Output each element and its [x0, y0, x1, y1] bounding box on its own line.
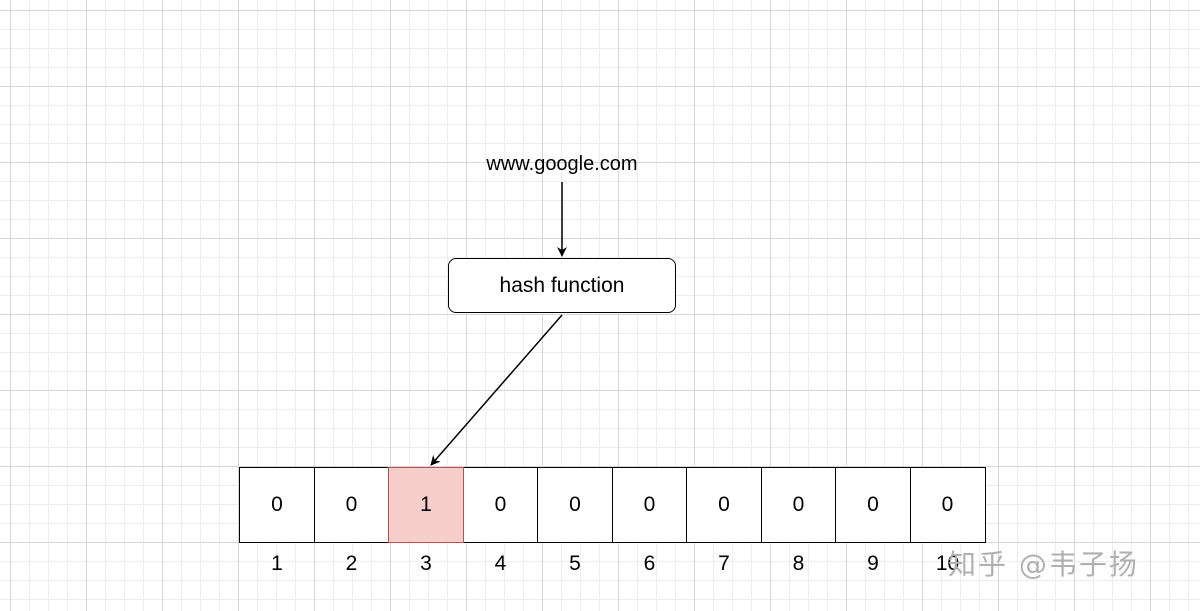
bit-index-label: 8 [792, 552, 805, 575]
bit-cell: 0 [909, 467, 986, 543]
bit-index-row: 1 2 3 4 5 6 7 8 9 10 [239, 550, 986, 578]
bit-index-label: 1 [271, 552, 283, 575]
bit-index-label: 6 [643, 552, 656, 575]
watermark: 知乎 @韦子扬 [948, 548, 1139, 581]
bit-cell: 0 [835, 467, 911, 543]
bit-index-label: 5 [569, 552, 581, 575]
hash-function-box: hash function [448, 258, 676, 313]
arrow-hash-to-bit [430, 314, 563, 466]
bit-cell: 0 [239, 467, 315, 543]
bit-cell: 0 [313, 467, 390, 543]
bit-index-label: 10 [935, 552, 960, 575]
bit-index-label: 9 [867, 552, 879, 575]
bit-cell: 0 [537, 467, 613, 543]
bit-index-label: 4 [494, 552, 507, 575]
bit-index-label: 2 [345, 552, 358, 575]
hash-function-label: hash function [499, 273, 625, 297]
bit-cell: 0 [611, 467, 688, 543]
bit-cell: 0 [686, 467, 762, 543]
bit-index-label: 7 [718, 552, 730, 575]
bit-cell: 0 [462, 467, 539, 543]
bit-cell: 1 [388, 467, 464, 543]
source-url-label: www.google.com [486, 153, 638, 175]
bit-cell: 0 [760, 467, 837, 543]
bit-index-label: 3 [420, 552, 432, 575]
